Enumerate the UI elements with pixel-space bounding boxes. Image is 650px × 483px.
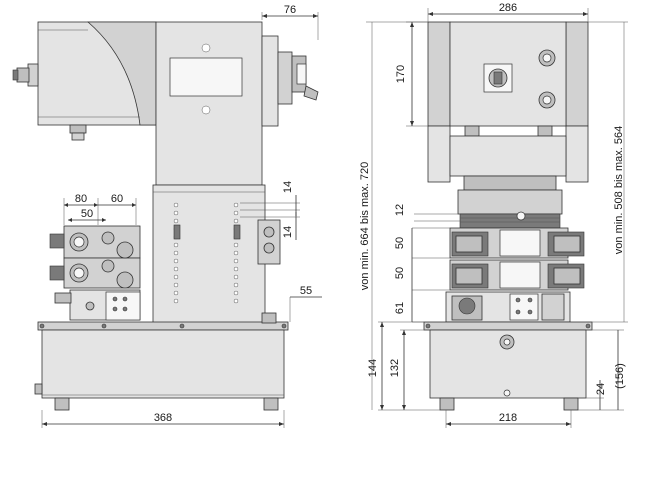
dim-14-bottom-label: 14 [282,226,294,238]
dim-50-left: 50 [68,208,106,222]
dim-24-label: 24 [595,383,607,395]
dim-368-label: 368 [154,412,172,424]
dim-76: 76 [261,4,319,40]
dim-24: 24 [578,380,607,411]
dim-286-label: 286 [499,2,517,14]
dim-368: 368 [41,410,285,428]
lower-valve-block [445,291,571,323]
dim-61: 61 [394,290,424,323]
left-side-view: 76 80 60 50 14 14 [12,4,322,428]
top-box [427,21,589,127]
center-column [427,125,589,183]
oil-tank-right [429,329,587,411]
dim-80: 80 [63,193,99,225]
dim-50b-label: 50 [394,267,406,279]
oil-tank-left [34,329,285,411]
valve-row-2 [449,259,585,291]
dim-12: 12 [394,204,460,222]
dim-55: 55 [289,285,322,322]
dim-144: 144 [367,321,440,411]
dim-80-label: 80 [75,193,87,205]
dim-218-label: 218 [499,412,517,424]
dim-vertical-left-label: von min. 664 bis max. 720 [359,21,428,410]
vertical-label-right: von min. 508 bis max. 564 [613,126,625,254]
dim-vertical-right-label: von min. 508 bis max. 564 [586,21,628,323]
cable-glands-right [464,125,553,137]
dim-76-label: 76 [284,4,296,16]
dim-218: 218 [445,410,572,428]
dim-60: 60 [98,193,137,225]
dim-132: 132 [389,329,430,410]
vertical-label-left: von min. 664 bis max. 720 [359,162,371,290]
dim-60-label: 60 [111,193,123,205]
dim-156-label: (156) [614,363,626,389]
dim-132-label: 132 [389,359,401,377]
valve-row-1 [449,227,585,259]
dim-14-bottom: 14 [240,212,300,240]
dim-61-label: 61 [394,302,406,314]
dim-12-label: 12 [394,204,406,216]
lower-tower [152,184,266,324]
dim-170: 170 [395,21,428,127]
pressure-switch [257,219,281,265]
dim-50-b: 50 [394,258,450,291]
dim-286: 286 [427,2,589,22]
dim-50-a: 50 [394,227,450,259]
dim-156: (156) [586,329,626,411]
dim-170-label: 170 [395,65,407,83]
dim-50a-label: 50 [394,237,406,249]
right-front-view: 286 170 von min. 664 bis max. 720 12 50 [359,2,628,428]
left-connector [12,63,39,87]
upper-tower [155,21,263,186]
electrical-connector [261,35,319,127]
tank-flange-right [423,321,593,331]
motor-housing [37,21,157,126]
manifold-block [54,289,141,321]
dim-55-label: 55 [300,285,312,297]
dim-14-top-label: 14 [282,181,294,193]
valve-stack [49,225,141,289]
electric-motor [457,175,563,229]
dim-50-left-label: 50 [81,208,93,220]
cable-gland-left [69,124,87,141]
dim-144-label: 144 [367,359,379,377]
